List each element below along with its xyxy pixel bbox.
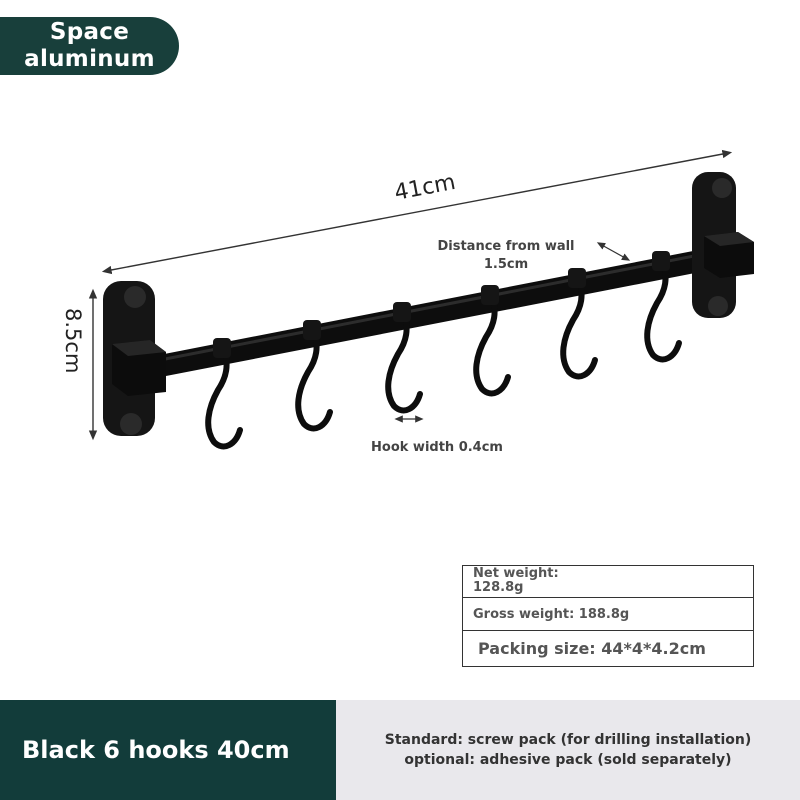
spec-net-weight: Net weight: 128.8g [463, 566, 753, 598]
standard-pack-text: Standard: screw pack (for drilling insta… [384, 732, 752, 748]
length-label: 41cm [392, 170, 457, 206]
hook-3 [385, 307, 423, 414]
installation-info: Standard: screw pack (for drilling insta… [336, 730, 800, 770]
hook-4 [473, 290, 511, 397]
badge-line-1: Space [49, 19, 130, 45]
footer-bar: Black 6 hooks 40cm Standard: screw pack … [0, 700, 800, 800]
wall-distance-value: 1.5cm [483, 257, 529, 272]
hook-clips [213, 251, 670, 358]
product-name: Black 6 hooks 40cm [0, 700, 336, 800]
spec-table: Net weight: 128.8g Gross weight: 188.8g … [462, 565, 754, 667]
spec-packing-size: Packing size: 44*4*4.2cm [478, 639, 706, 658]
spec-gross-weight: Gross weight: 188.8g [463, 598, 753, 631]
right-bracket [692, 172, 754, 318]
hook-width-annotation: Hook width 0.4cm [371, 440, 503, 455]
badge-line-2: aluminum [24, 46, 155, 72]
net-weight-value: 128.8g [473, 580, 524, 595]
optional-pack-text: optional: adhesive pack (sold separately… [404, 752, 732, 768]
material-badge: Space aluminum [0, 17, 179, 75]
wall-distance-annotation: Distance from wall 1.5cm [420, 238, 592, 274]
wall-distance-arrow [596, 242, 631, 261]
hook-6 [644, 256, 682, 363]
hook-2 [295, 325, 333, 432]
hook-5 [560, 273, 598, 380]
net-weight-label: Net weight: [473, 566, 559, 581]
left-bracket [103, 281, 166, 436]
wall-distance-label: Distance from wall [437, 239, 575, 254]
rail [149, 244, 741, 377]
hook-1 [205, 343, 243, 450]
length-dimension-line [101, 149, 733, 275]
hooks [205, 256, 682, 450]
height-label: 8.5cm [61, 308, 85, 373]
